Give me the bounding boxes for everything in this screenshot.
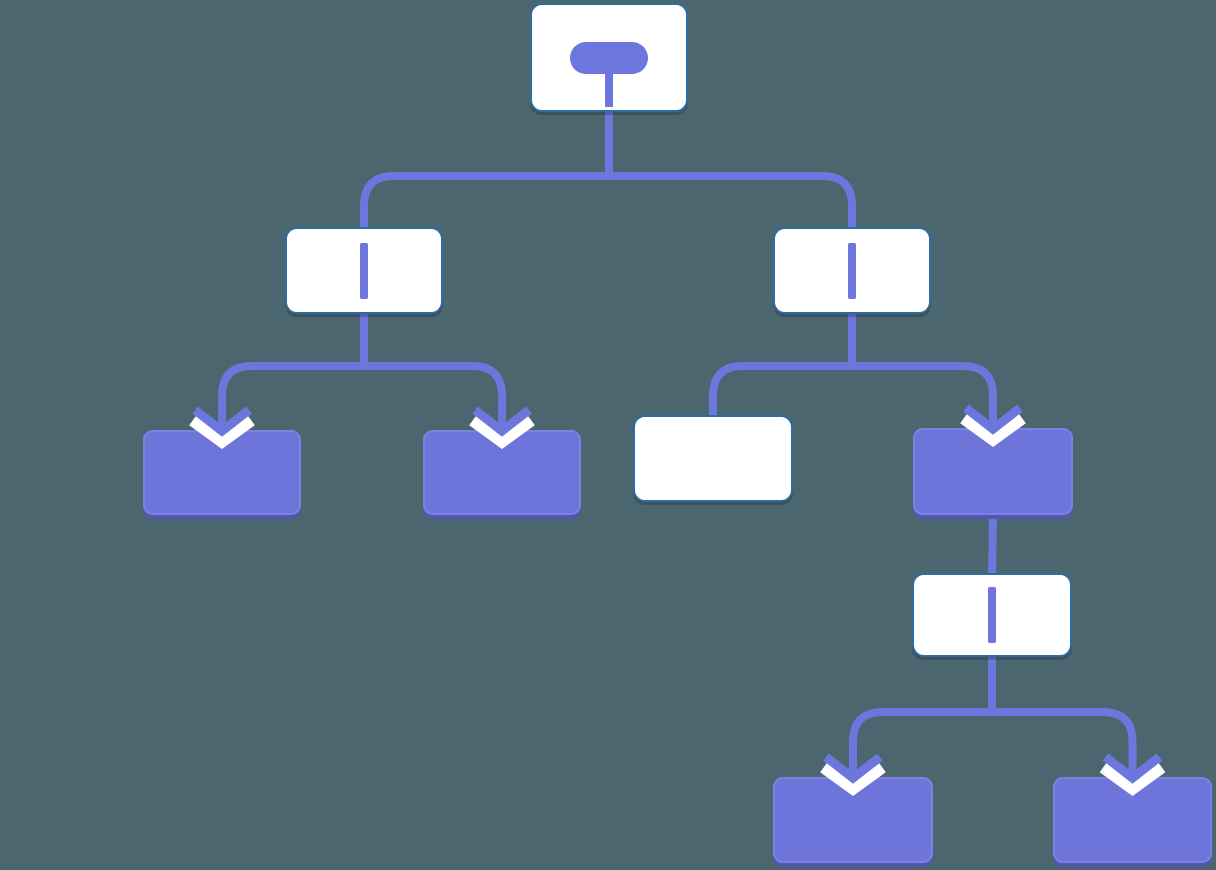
flow-node-split-bottom[interactable] xyxy=(912,573,1072,657)
flow-node-task-left-1[interactable] xyxy=(143,430,301,515)
flow-node-start[interactable] xyxy=(530,3,688,112)
flow-node-task-left-2[interactable] xyxy=(423,430,581,515)
flow-node-card-right[interactable] xyxy=(633,415,793,502)
split-bar-icon xyxy=(848,242,856,299)
split-bar-icon xyxy=(360,242,368,299)
start-stem-line xyxy=(605,59,613,107)
flow-node-split-left[interactable] xyxy=(285,227,443,314)
flow-node-task-bottom-1[interactable] xyxy=(773,777,933,863)
split-bar-icon xyxy=(988,587,996,643)
flow-node-task-bottom-2[interactable] xyxy=(1053,777,1212,863)
flow-node-task-right[interactable] xyxy=(913,428,1073,515)
start-capsule-icon xyxy=(570,41,648,74)
flow-node-split-right[interactable] xyxy=(773,227,931,314)
